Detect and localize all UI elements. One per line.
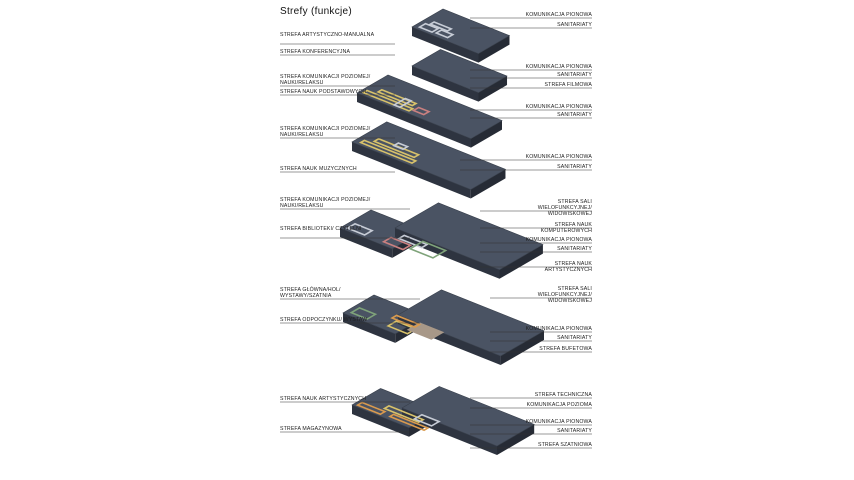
level-6-right-label-3: Komunikacja pionowa bbox=[508, 419, 592, 425]
level-6-right-label-2: Komunikacja pozioma bbox=[508, 402, 592, 408]
level-2-right-label-1: Komunikacja pionowa bbox=[508, 64, 592, 70]
level-2-left-label-2: Strefa komunikacji poziomej/ nauki/relak… bbox=[280, 74, 380, 86]
level-5-right-label-2: Komunikacja pionowa bbox=[508, 326, 592, 332]
level-6-right-label-5: Strefa szatniowa bbox=[508, 442, 592, 448]
level-5-left-label-1: Strefa główna/hol/ wystawy/szatnia bbox=[280, 287, 380, 299]
level-3-right-label-1: Komunikacja pionowa bbox=[508, 154, 592, 160]
level-1-right-label-2: Sanitariaty bbox=[508, 22, 592, 28]
level-2-left-label-1: Strefa konferencyjna bbox=[280, 49, 350, 55]
level-6-left-label-2: Strefa magazynowa bbox=[280, 426, 342, 432]
level-2-right-label-4: Komunikacja pionowa bbox=[508, 104, 592, 110]
level-6-right-label-1: Strefa techniczna bbox=[508, 392, 592, 398]
level-6-left-label-1: Strefa nauk artystycznych bbox=[280, 396, 366, 402]
level-2-left-label-3: Strefa nauk podstawowych bbox=[280, 89, 366, 95]
level-3-left-label-2: Strefa nauk muzycznych bbox=[280, 166, 357, 172]
level-2-right-label-5: Sanitariaty bbox=[508, 112, 592, 118]
level-4-right-label-1: Strefa sali wielofunkcyjnej/ widowiskowe… bbox=[508, 199, 592, 217]
level-4-right-label-2: Strefa nauk komputerowych bbox=[508, 222, 592, 234]
level-5-left-label-2: Strefa odpoczynku/ wystaw bbox=[280, 317, 367, 323]
level-1-right-label-1: Komunikacja pionowa bbox=[508, 12, 592, 18]
level-2-right-label-3: Strefa filmowa bbox=[508, 82, 592, 88]
level-4-right-label-5: Strefa nauk artystycznych bbox=[508, 261, 592, 273]
level-3-left-label-1: Strefa komunikacji poziomej/ nauki/relak… bbox=[280, 126, 380, 138]
level-4-right-label-4: Sanitariaty bbox=[508, 246, 592, 252]
level-5-right-label-3: Sanitariaty bbox=[508, 335, 592, 341]
level-6-right-label-4: Sanitariaty bbox=[508, 428, 592, 434]
level-4-right-label-3: Komunikacja pionowa bbox=[508, 237, 592, 243]
level-4-left-label-1: Strefa komunikacji poziomej/ nauki/relak… bbox=[280, 197, 380, 209]
level-5-right-label-1: Strefa sali wielofunkcyjnej/ widowiskowe… bbox=[508, 286, 592, 304]
level-5-right-label-4: Strefa bufetowa bbox=[508, 346, 592, 352]
level-2-right-label-2: Sanitariaty bbox=[508, 72, 592, 78]
level-3-right-label-2: Sanitariaty bbox=[508, 164, 592, 170]
level-1-left-label-1: Strefa artystyczno-manualna bbox=[280, 32, 374, 38]
level-4-left-label-2: Strefa biblioteki/ czytelni bbox=[280, 226, 362, 232]
